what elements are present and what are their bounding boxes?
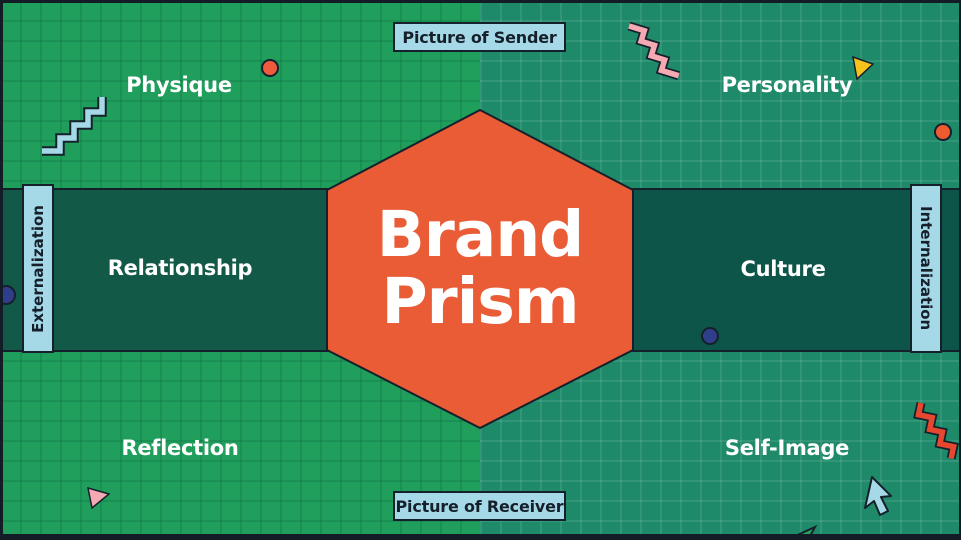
badge-externalization-label: Externalization <box>29 204 47 333</box>
frame-right-edge <box>959 0 961 540</box>
label-physique: Physique <box>126 73 232 97</box>
label-self-image: Self-Image <box>724 436 850 460</box>
frame-bottom-edge <box>0 534 961 540</box>
badge-externalization: Externalization <box>22 184 54 353</box>
label-relationship: Relationship <box>107 256 253 280</box>
label-reflection: Reflection <box>121 436 239 460</box>
badge-internalization: Internalization <box>910 184 942 353</box>
title-line-1: Brand <box>376 198 585 271</box>
frame-left-edge <box>0 0 3 540</box>
label-culture: Culture <box>740 257 826 281</box>
title-line-2: Prism <box>381 265 580 338</box>
badge-picture-of-receiver-label: Picture of Receiver <box>395 496 564 516</box>
badge-internalization-label: Internalization <box>917 206 935 331</box>
frame-top-edge <box>0 0 961 3</box>
badge-picture-of-sender-label: Picture of Sender <box>402 27 557 47</box>
badge-picture-of-sender: Picture of Sender <box>393 22 566 52</box>
page-title: Brand Prism <box>330 201 630 335</box>
badge-picture-of-receiver: Picture of Receiver <box>393 491 566 521</box>
label-personality: Personality <box>721 73 853 97</box>
